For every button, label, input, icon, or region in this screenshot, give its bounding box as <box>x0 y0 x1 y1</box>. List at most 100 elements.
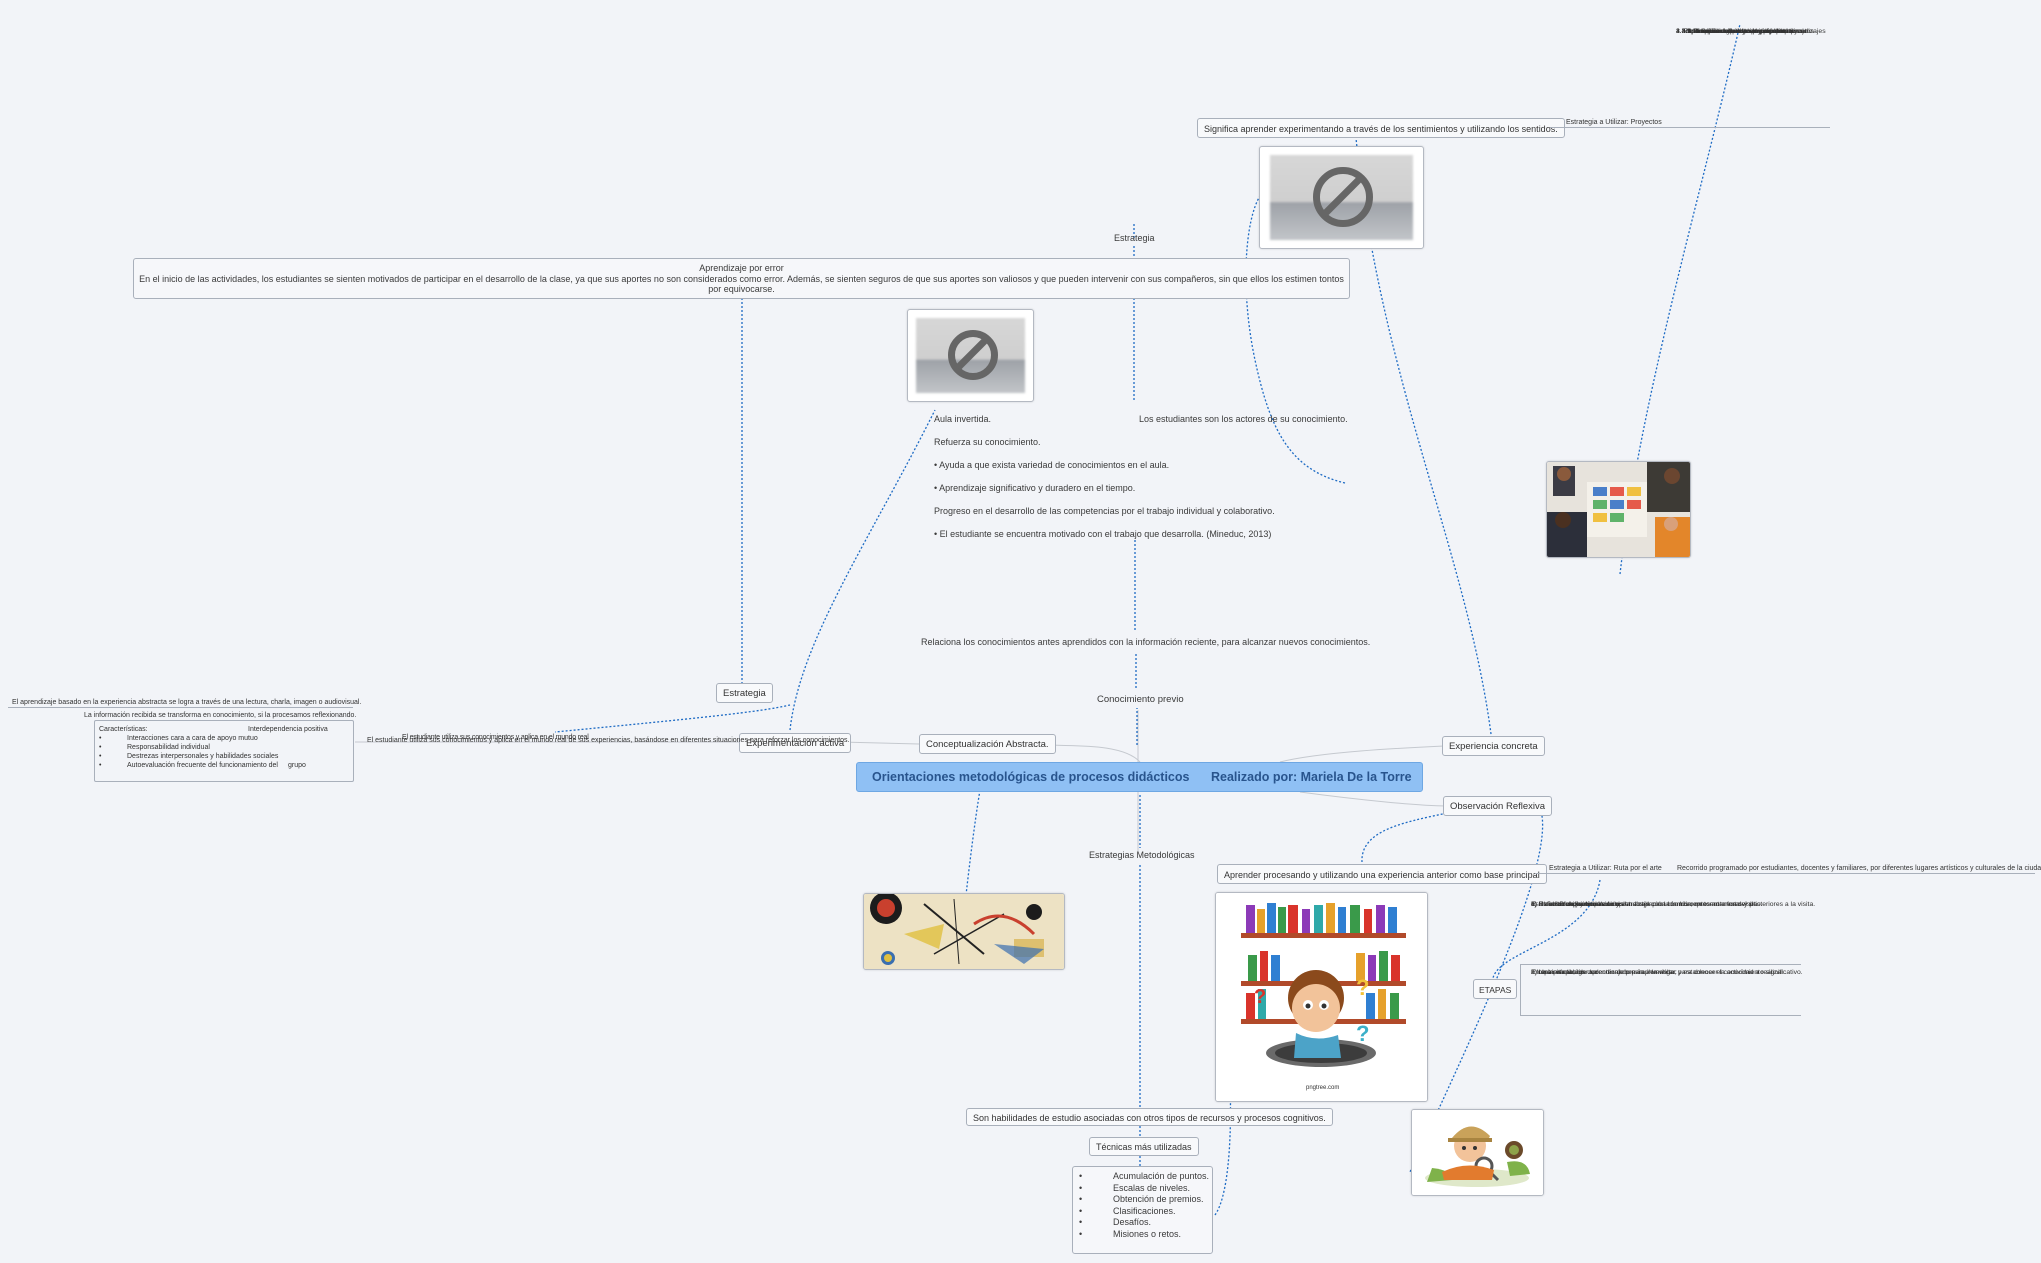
caracteristica-item: •Responsabilidad individual <box>99 744 210 751</box>
planificacion-line: a) Señalen el objetivo de la visita. <box>1531 901 1633 908</box>
books-illustration: ? ? ? <box>1216 893 1427 1101</box>
tecnica-item: Desafíos. <box>1073 1217 1212 1229</box>
prohibited-icon <box>948 330 998 380</box>
caracteristica-label: Destrezas interpersonales y habilidades … <box>127 753 279 760</box>
proyecto-item: 3.3 Guía del debate y selección del tema <box>1676 28 1805 35</box>
recorrido-underline <box>1535 873 2035 874</box>
benefit-5: Progreso en el desarrollo de las compete… <box>934 506 1275 516</box>
benefit-1: Aula invertida. <box>934 414 992 424</box>
proyecto-item: 1. Experiencia concreta a través de proy… <box>1676 28 1814 35</box>
proyecto-item: 3.2 Identificar situaciones problemática… <box>1676 28 1803 35</box>
implementacion-bracket <box>1520 964 1801 1016</box>
aprendizaje-error-body: En el inicio de las actividades, los est… <box>139 274 1344 294</box>
relaciona-text[interactable]: Relaciona los conocimientos antes aprend… <box>921 637 1371 647</box>
caracteristica-label: Responsabilidad individual <box>127 744 210 751</box>
estrategia-top-label[interactable]: Estrategia <box>1114 233 1155 243</box>
branch-line-observacion <box>1299 791 1447 807</box>
caracteristica-item: •Destrezas interpersonales y habilidades… <box>99 753 279 760</box>
svg-text:?: ? <box>1356 1021 1369 1046</box>
lectura-text[interactable]: El aprendizaje basado en la experiencia … <box>12 699 362 706</box>
aprender-node[interactable]: Aprender procesando y utilizando una exp… <box>1217 864 1547 884</box>
branch-conocimiento-previo[interactable]: Conocimiento previo <box>1097 694 1184 705</box>
actores-text[interactable]: Los estudiantes son los actores de su co… <box>1139 414 1348 424</box>
implementacion-line: a) Una práctica de aprendizaje previa a … <box>1531 969 1785 976</box>
aprendizaje-error-box[interactable]: Aprendizaje por error En el inicio de la… <box>133 258 1350 299</box>
tecnicas-list-box[interactable]: Acumulación de puntos. Escalas de nivele… <box>1072 1166 1213 1254</box>
svg-text:?: ? <box>1356 975 1369 1000</box>
caracteristica-item: •Interacciones cara a cara de apoyo mutu… <box>99 735 258 742</box>
overlap-text-b: El estudiante utiliza sus conocimientos … <box>367 737 850 744</box>
arrow-to-explorer <box>1409 807 1544 1173</box>
pngtree-caption: pngtree.com <box>1306 1085 1340 1091</box>
branch-line-conceptualizacion <box>1043 743 1141 763</box>
prohibited-icon <box>1313 167 1373 227</box>
tecnica-item: Obtención de premios. <box>1073 1194 1212 1206</box>
arrow-to-etapas <box>1492 879 1601 979</box>
team-photo-image[interactable] <box>1546 461 1691 558</box>
recorrido-text[interactable]: Recorrido programado por estudiantes, do… <box>1677 865 2041 872</box>
central-title: Orientaciones metodológicas de procesos … <box>872 770 1190 784</box>
overlap-text-a: El estudiante utiliza sus conocimientos … <box>402 734 589 741</box>
kandinsky-illustration <box>864 894 1064 969</box>
informacion-text[interactable]: La información recibida se transforma en… <box>84 712 357 719</box>
proyecto-item: 3.4 Recopilar información relevante <box>1676 28 1789 35</box>
caracteristica-item: •Autoevaluación frecuente del funcionami… <box>99 762 278 769</box>
proyecto-item: 4. Finalización del proyecto <box>1676 28 1759 35</box>
kandinsky-image[interactable] <box>863 893 1065 970</box>
proyecto-item: 4.2 Reflexión sobre los principales apre… <box>1676 28 1826 35</box>
implementacion-line: En esta etapa, los docentes deben implem… <box>1531 969 1677 976</box>
arrow-experimentacion-up <box>789 409 936 731</box>
image-placeholder-1[interactable] <box>907 309 1034 402</box>
caracteristicas-list: •Interacciones cara a cara de apoyo mutu… <box>99 734 349 770</box>
image-placeholder-2[interactable] <box>1259 146 1424 249</box>
central-author: Realizado por: Mariela De la Torre <box>1211 770 1412 784</box>
planificacion-line: d) Establezcan comunicación con antelaci… <box>1531 901 1763 908</box>
arrow-to-blurry-image <box>1245 195 1346 484</box>
branch-line-experiencia <box>1279 745 1445 763</box>
habilidades-node[interactable]: Son habilidades de estudio asociadas con… <box>966 1108 1333 1126</box>
tecnica-item: Escalas de niveles. <box>1073 1183 1212 1195</box>
branch-experiencia-concreta[interactable]: Experiencia concreta <box>1442 736 1545 756</box>
planificacion-line: Es necesario que los docentes: <box>1531 901 1626 908</box>
branch-conceptualizacion[interactable]: Conceptualización Abstracta. <box>919 734 1056 754</box>
caracteristicas-label: Características: <box>99 726 148 733</box>
team-photo <box>1547 462 1690 557</box>
estrategia-left-node[interactable]: Estrategia <box>716 683 773 703</box>
planificacion-line: 1. Planificación <box>1531 901 1598 908</box>
benefit-2: Refuerza su conocimiento. <box>934 437 1041 447</box>
books-kid-image[interactable]: ? ? ? pngtree.com <box>1215 892 1428 1102</box>
explorer-illustration <box>1412 1110 1543 1195</box>
tecnica-item: Acumulación de puntos. <box>1073 1171 1212 1183</box>
planificacion-line: c) Delimiten la participación y el traba… <box>1531 901 1760 908</box>
proyectos-underline <box>1550 127 1830 128</box>
branch-observacion-reflexiva[interactable]: Observación Reflexiva <box>1443 796 1553 816</box>
branch-estrategias-metodologicas[interactable]: Estrategias Metodológicas <box>1089 850 1195 860</box>
etapas-node[interactable]: ETAPAS <box>1473 979 1518 999</box>
tecnica-item: Misiones o retos. <box>1073 1229 1212 1241</box>
tecnicas-list: Acumulación de puntos. Escalas de nivele… <box>1073 1171 1212 1240</box>
arrow-to-estrategia-left <box>554 704 791 733</box>
aprendizaje-error-title: Aprendizaje por error <box>699 263 784 273</box>
proyecto-item: 3.1 Crear un ambiente participativo <box>1676 28 1788 35</box>
significa-node[interactable]: Significa aprender experimentando a trav… <box>1197 118 1565 138</box>
implementacion-line: b) La visita al lugar seleccionado para … <box>1531 969 1803 976</box>
branch-experimentacion[interactable]: Experimentación activa <box>739 733 852 753</box>
proyecto-item: 3. Pasos para organizar un proyecto <box>1676 28 1786 35</box>
caracteristicas-box[interactable] <box>94 720 354 782</box>
explorer-kid-image[interactable] <box>1411 1109 1544 1196</box>
tecnica-item: Clasificaciones. <box>1073 1206 1212 1218</box>
svg-text:?: ? <box>1254 986 1266 1008</box>
benefit-6: • El estudiante se encuentra motivado co… <box>934 529 1272 539</box>
lectura-underline <box>8 707 353 708</box>
arrow-to-kandinsky <box>965 789 981 896</box>
proyecto-item: 3.5 Planificar experiencias de aprendiza… <box>1676 28 1808 35</box>
estrategia-proyectos-label[interactable]: Estrategia a Utilizar: Proyectos <box>1566 119 1662 126</box>
caracteristica-label: Autoevaluación frecuente del funcionamie… <box>127 762 278 769</box>
tecnicas-node[interactable]: Técnicas más utilizadas <box>1089 1137 1199 1156</box>
implementacion-line: 2.Implementación <box>1531 969 1585 976</box>
planificacion-line: b) Planeen experiencias de aprendizaje p… <box>1531 901 1816 908</box>
central-topic[interactable]: Orientaciones metodológicas de procesos … <box>856 762 1423 792</box>
estrategia-ruta-label[interactable]: Estrategia a Utilizar: Ruta por el arte <box>1549 865 1662 872</box>
caracteristica-label: Interacciones cara a cara de apoyo mutuo <box>127 735 258 742</box>
